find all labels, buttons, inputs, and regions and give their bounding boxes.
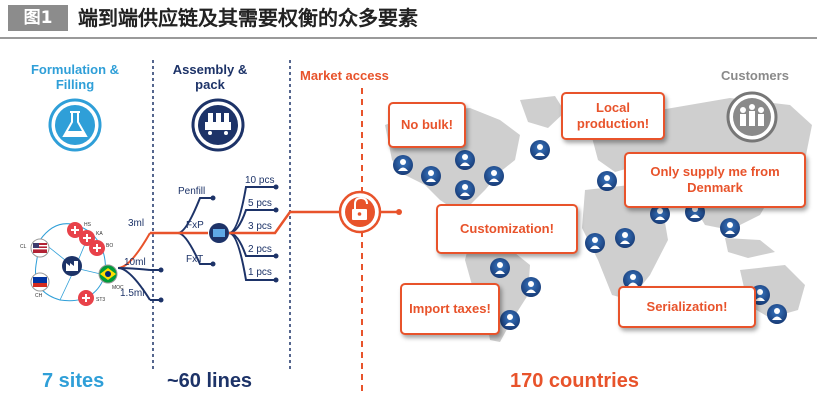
site-label-st3: ST3 bbox=[96, 297, 106, 303]
site-label-ka: KA bbox=[96, 231, 103, 237]
pack-label-10: 10 pcs bbox=[245, 175, 275, 186]
volume-label-10ml: 10ml bbox=[124, 257, 146, 268]
callout-serialization: Serialization! bbox=[618, 286, 756, 328]
volume-label-1-5ml: 1.5ml bbox=[120, 288, 145, 299]
pack-label-3: 3 pcs bbox=[248, 221, 272, 232]
stage-customers-label: Customers bbox=[721, 68, 789, 83]
site-label-ch: CH bbox=[35, 293, 43, 299]
callout-import-taxes: Import taxes! bbox=[400, 283, 500, 335]
total-lines: ~60 lines bbox=[167, 370, 253, 392]
total-countries: 170 countries bbox=[510, 370, 639, 392]
device-label-fxp: FxP bbox=[186, 220, 204, 231]
site-label-cl: CL bbox=[20, 244, 27, 250]
callout-denmark: Only supply me from Denmark bbox=[624, 152, 806, 208]
lock-icon bbox=[338, 190, 382, 234]
site-label-moc: MOC bbox=[112, 285, 124, 291]
site-label-bo: BO bbox=[106, 243, 114, 249]
volume-label-3ml: 3ml bbox=[128, 218, 145, 229]
pack-label-2: 2 pcs bbox=[248, 244, 272, 255]
pack-label-5: 5 pcs bbox=[248, 198, 272, 209]
site-label-hs: HS bbox=[84, 222, 91, 228]
stage-formulation-label: Formulation & Filling bbox=[30, 62, 120, 92]
volume-branches bbox=[117, 232, 151, 301]
device-label-fxt: FxT bbox=[186, 254, 204, 265]
sites-network bbox=[30, 222, 118, 306]
stage-assembly-label: Assembly & pack bbox=[172, 62, 248, 92]
callout-customization: Customization! bbox=[436, 204, 578, 254]
device-label-penfill: Penfill bbox=[178, 186, 206, 197]
customers-icon bbox=[726, 91, 778, 143]
callout-no-bulk: No bulk! bbox=[388, 102, 466, 148]
assembly-icon bbox=[191, 98, 245, 152]
figure-badge: 图1 bbox=[8, 5, 68, 31]
stage-market-label: Market access bbox=[300, 68, 389, 83]
callout-local-production: Local production! bbox=[561, 92, 665, 140]
total-sites: 7 sites bbox=[42, 370, 105, 392]
figure-title: 端到端供应链及其需要权衡的众多要素 bbox=[78, 6, 418, 30]
flask-icon bbox=[48, 98, 102, 152]
header-divider bbox=[0, 37, 817, 39]
pack-label-1: 1 pcs bbox=[248, 267, 272, 278]
